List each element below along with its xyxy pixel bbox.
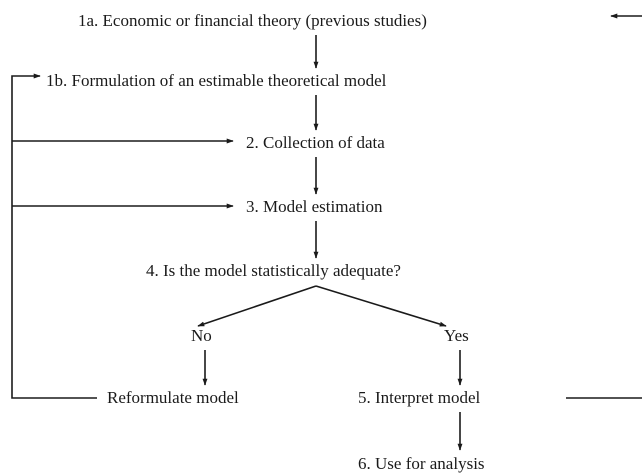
branch-yes-label: Yes — [444, 326, 469, 345]
node-1a-theory: 1a. Economic or financial theory (previo… — [78, 11, 427, 30]
node-6-use: 6. Use for analysis — [358, 454, 485, 473]
node-4-adequacy-question: 4. Is the model statistically adequate? — [146, 261, 401, 280]
node-1b-formulation: 1b. Formulation of an estimable theoreti… — [46, 71, 387, 90]
branch-no-label: No — [191, 326, 212, 345]
edge-4-to-no — [197, 285, 317, 327]
node-2-collection: 2. Collection of data — [246, 133, 385, 152]
node-5-interpret: 5. Interpret model — [358, 388, 481, 407]
edge-4-to-yes — [315, 285, 447, 327]
feedback-reformulate-to-1b — [11, 73, 97, 399]
node-3-estimation: 3. Model estimation — [246, 197, 383, 216]
node-reformulate: Reformulate model — [107, 388, 239, 407]
